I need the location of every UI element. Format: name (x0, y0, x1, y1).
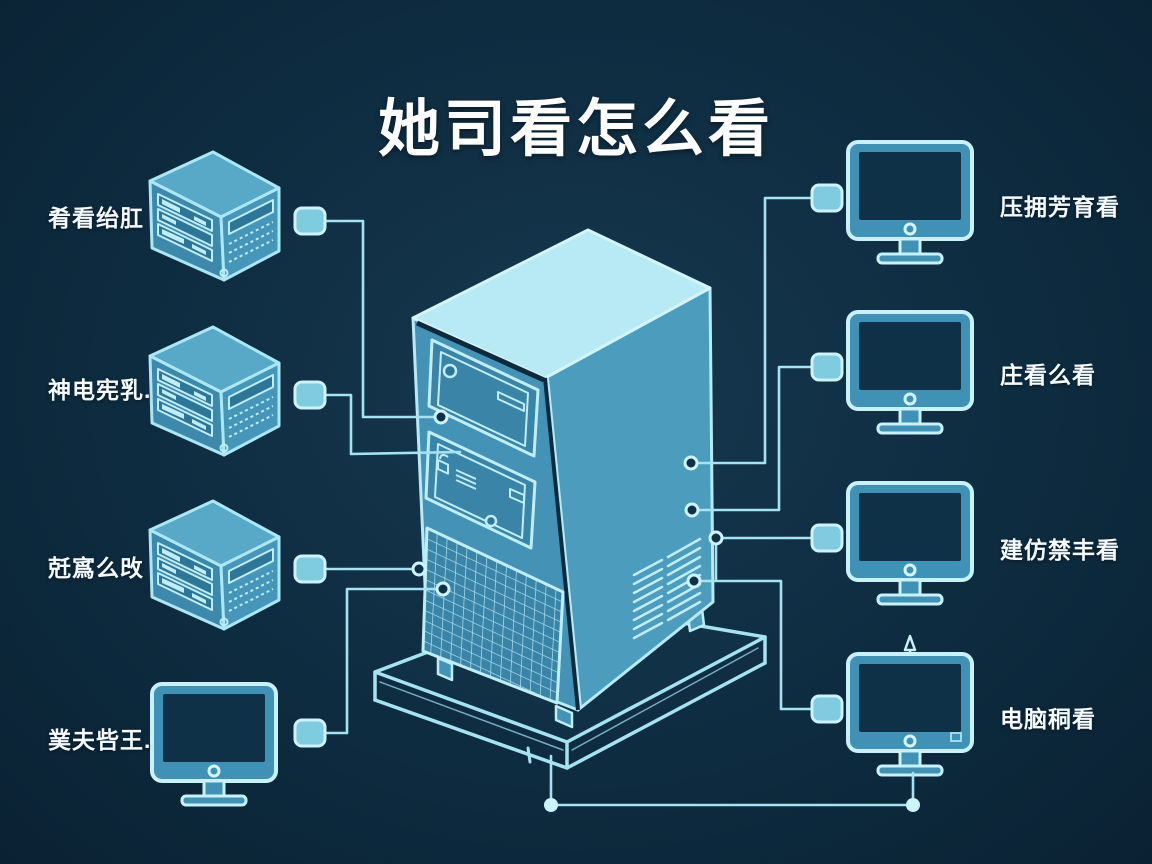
antenna-icon (903, 634, 962, 742)
junction-dot-icon (683, 455, 699, 471)
junction-dot-icon (435, 581, 451, 597)
connection-line (323, 587, 440, 735)
connection-line (695, 365, 814, 512)
junction-dot-icon (433, 409, 449, 425)
monitor-icon (846, 481, 974, 606)
label-server-1: 肴看绐肛 (48, 205, 144, 231)
monitor-icon (846, 652, 974, 777)
connection-line (323, 219, 438, 419)
page-title: 她司看怎么看 (377, 94, 774, 164)
connection-line (694, 196, 814, 465)
connector-port-icon (293, 380, 327, 410)
connection-line (697, 579, 814, 711)
server-cube-icon (148, 150, 281, 282)
label-server-3: 兛寪么攺 (48, 555, 144, 581)
junction-dot-icon (906, 798, 920, 812)
label-monitor-4: 电脑秱看 (1000, 706, 1096, 732)
monitor-icon (150, 682, 278, 807)
connector-port-icon (293, 554, 327, 584)
connector-port-icon (810, 523, 844, 553)
junction-dot-icon (686, 573, 702, 589)
connector-port-icon (810, 183, 844, 213)
connector-port-icon (810, 352, 844, 382)
connection-line (323, 393, 462, 456)
monitor-icon (846, 310, 974, 435)
server-tower-icon (411, 228, 715, 729)
junction-dots (411, 409, 920, 812)
connector-ports (293, 183, 844, 748)
server-cube-icon (148, 325, 281, 457)
junction-dot-icon (544, 798, 558, 812)
label-monitor-2: 庄看么看 (1000, 362, 1096, 388)
connector-port-icon (293, 718, 327, 748)
connector-port-icon (293, 206, 327, 236)
label-monitor-1: 压拥芳育看 (1000, 194, 1120, 220)
server-cube-icon (148, 499, 281, 631)
connector-port-icon (810, 694, 844, 724)
label-server-2: 神电宪乳. (48, 377, 152, 403)
label-monitor-3: 建仿禁丰看 (1000, 537, 1120, 563)
junction-dot-icon (708, 530, 724, 546)
label-monitor-left: 菐夫呰王. (48, 727, 152, 753)
connection-lines (323, 196, 915, 807)
junction-dot-icon (411, 561, 427, 577)
junction-dot-icon (684, 502, 700, 518)
